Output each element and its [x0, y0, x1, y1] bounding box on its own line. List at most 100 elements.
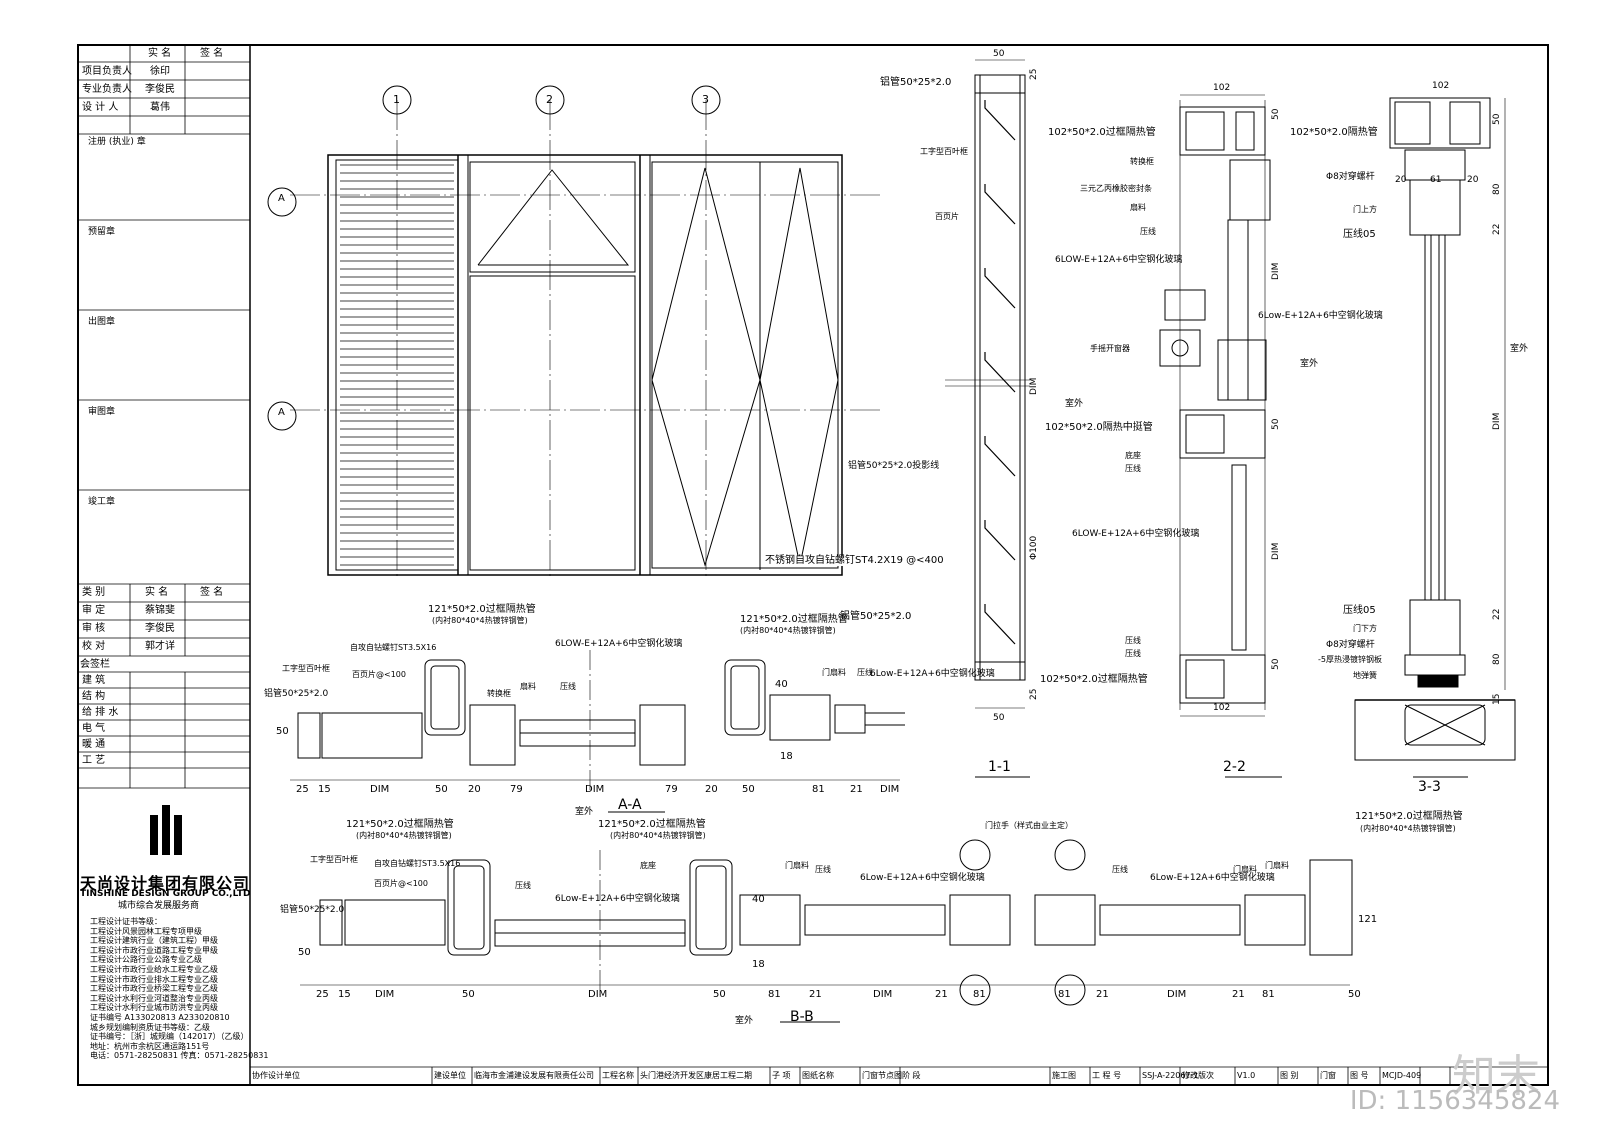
title-cell: 阶 段 [902, 1071, 921, 1080]
dimension: 50 [298, 947, 311, 958]
title-cell: 协作设计单位 [252, 1071, 300, 1080]
section-title: B-B [790, 1009, 814, 1025]
component-label: 铝管50*25*2.0 [840, 611, 912, 622]
countersign-item: 给 排 水 [82, 707, 119, 718]
dimension: DIM [375, 989, 395, 1000]
section-aa-drawing [290, 650, 905, 813]
component-label: 6LOW-E+12A+6中空钢化玻璃 [555, 639, 683, 649]
component-label: (内衬80*40*4热镀锌钢管) [432, 616, 528, 625]
grid-label: 2 [546, 93, 553, 106]
dimension: 80 [1492, 183, 1502, 195]
dimension: 21 [1232, 989, 1245, 1000]
exterior-tag: 室外 [575, 807, 594, 817]
component-label: 工字型百叶框 [920, 147, 968, 156]
component-label: -5厚热浸镀锌钢板 [1318, 655, 1382, 664]
dimension: 21 [809, 989, 822, 1000]
title-cell: 图 别 [1280, 1071, 1299, 1080]
cert-line: 工程设计市政行业桥梁工程专业乙级 [90, 984, 218, 994]
component-label: 铝管50*25*2.0 [264, 689, 329, 699]
component-label: 121*50*2.0过框隔热管 [428, 604, 536, 615]
dimension: 50 [993, 713, 1005, 723]
component-label: 百页片@<100 [374, 879, 428, 888]
cert-line: 电话：0571-28250831 传真：0571-28250831 [90, 1051, 269, 1061]
dimension: 21 [850, 784, 863, 795]
component-label: 百页片 [935, 212, 959, 221]
component-label: 自攻自钻螺钉ST3.5X16 [374, 859, 461, 868]
component-label: 6Low-E+12A+6中空钢化玻璃 [860, 873, 985, 883]
component-label: 手摇开窗器 [1090, 344, 1130, 353]
component-label: 121*50*2.0过框隔热管 [598, 819, 706, 830]
cert-line: 工程设计市政行业道路工程专业甲级 [90, 945, 218, 955]
component-label: 扇料 [520, 682, 536, 691]
countersign-item: 工 艺 [82, 755, 106, 766]
dimension: 15 [338, 989, 351, 1000]
component-label: 底座 [1125, 451, 1141, 460]
review-name: 郭才详 [145, 641, 175, 652]
component-label: 工字型百叶框 [282, 664, 330, 673]
role-label: 专业负责人 [82, 84, 132, 95]
role-name: 李俊民 [145, 84, 175, 95]
component-label: 铝管50*25*2.0 [880, 77, 952, 88]
stamp-label: 预留章 [88, 227, 116, 237]
section-2-2-drawing [1159, 94, 1282, 778]
component-label: 6LOW-E+12A+6中空钢化玻璃 [1072, 529, 1200, 539]
dimension: 79 [665, 784, 678, 795]
dimension: 20 [1467, 175, 1479, 185]
dimension: DIM [370, 784, 390, 795]
countersign-item: 建 筑 [82, 675, 106, 686]
section-marker: A [278, 193, 285, 204]
dimension: 18 [780, 751, 793, 762]
dimension: 18 [752, 959, 765, 970]
component-label: 压线 [1125, 649, 1141, 658]
cert-line: 工程设计证书等级： [90, 917, 162, 926]
dimension: 25 [1029, 688, 1039, 700]
countersign-item: 结 构 [82, 691, 106, 702]
cert-line: 工程设计水利行业城市防洪专业丙级 [90, 1003, 218, 1013]
title-cell: MCJD-409 [1382, 1071, 1422, 1080]
stamp-label: 注册 (执业) 章 [88, 137, 146, 147]
dimension: 40 [752, 894, 765, 905]
dimension: 80 [1492, 653, 1502, 665]
dimension: 15 [1492, 693, 1502, 705]
dimension: 81 [1262, 989, 1275, 1000]
component-label: 压线 [857, 668, 873, 677]
title-cell: SSJ-A-22067-1 [1142, 1071, 1199, 1080]
title-cell: 图 号 [1350, 1071, 1369, 1080]
review-role: 校 对 [82, 641, 106, 652]
title-cell: 工程名称 [602, 1071, 634, 1080]
component-label: (内衬80*40*4热镀锌钢管) [1360, 824, 1456, 833]
component-label: 压线 [515, 881, 531, 890]
component-label: 三元乙丙橡胶密封条 [1080, 184, 1152, 193]
component-label: 门扇料 [1233, 865, 1257, 874]
dimension: DIM [1029, 377, 1039, 395]
dimension: 50 [742, 784, 755, 795]
image-id: ID: 1156345824 [1349, 1086, 1560, 1116]
cert-line: 证书编号 A133020813 A233020810 [90, 1013, 230, 1022]
component-label: 百页片@<100 [352, 670, 406, 679]
component-label: 压线05 [1343, 229, 1376, 240]
component-label: 门扇料 [785, 861, 809, 870]
dimension: 15 [318, 784, 331, 795]
exterior-tag: 室外 [1510, 344, 1529, 354]
window-elevation [267, 85, 880, 580]
component-label: 压线 [1112, 865, 1128, 874]
component-label: 6LOW-E+12A+6中空钢化玻璃 [1055, 255, 1183, 265]
role-name: 葛伟 [150, 102, 170, 113]
role-label: 项目负责人 [82, 66, 132, 77]
dimension: 50 [1271, 108, 1281, 120]
dimension: 81 [973, 989, 986, 1000]
dimension: 22 [1492, 608, 1502, 620]
stamp-label: 出图章 [88, 317, 116, 327]
company-tagline: 城市综合发展服务商 [118, 901, 200, 911]
cert-line: 地址：杭州市余杭区通运路151号 [90, 1041, 210, 1051]
dimension: 79 [510, 784, 523, 795]
stamp-label: 竣工章 [88, 497, 116, 507]
title-cell: 建设单位 [434, 1071, 466, 1080]
component-label: Φ8对穿螺杆 [1326, 640, 1375, 650]
component-label: 门下方 [1353, 624, 1377, 633]
dimension: 50 [1492, 113, 1502, 125]
dimension: 25 [296, 784, 309, 795]
review-header: 签 名 [200, 587, 224, 598]
component-label: 压线05 [1343, 605, 1376, 616]
section-marker: A [278, 407, 285, 418]
